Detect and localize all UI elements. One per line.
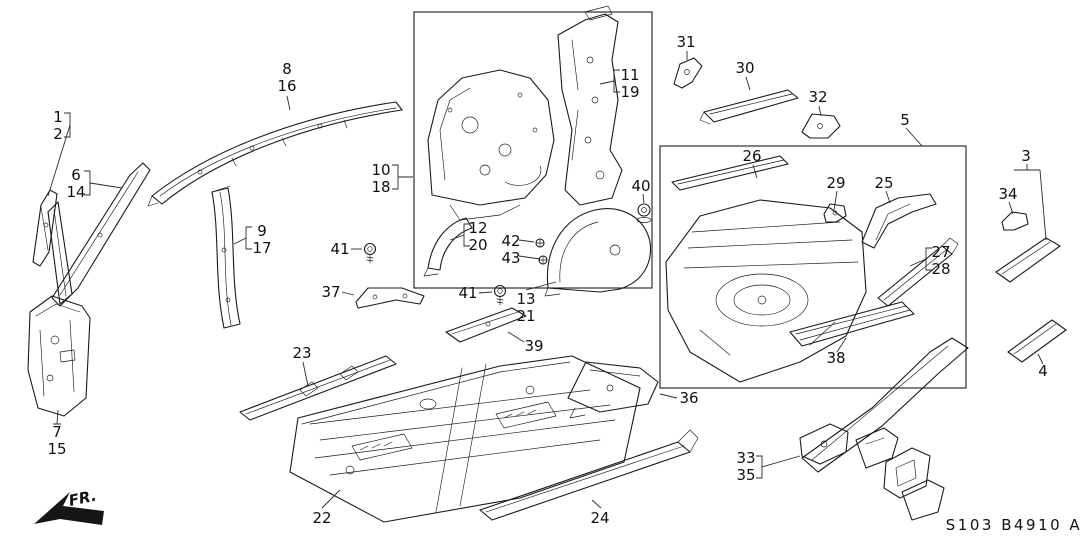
callout-35: 35: [736, 466, 755, 484]
crossmember-38-drawing: [789, 301, 915, 347]
callout-43: 43: [501, 249, 520, 267]
callout-20: 20: [468, 236, 487, 254]
bolt-icon: [363, 242, 377, 264]
bracket-39-drawing: [445, 307, 527, 343]
callout-7: 7: [52, 423, 62, 441]
callout-31: 31: [676, 33, 695, 51]
callout-14: 14: [66, 183, 85, 201]
callout-22: 22: [312, 509, 331, 527]
callout-32: 32: [808, 88, 827, 106]
callout-36: 36: [679, 389, 698, 407]
callout-labels: 1 2 6 14 7 15 8 16 9 17 10 18 11 19 12 2…: [47, 33, 1047, 527]
callout-41b: 41: [458, 284, 477, 302]
crossmember-36-drawing: [567, 361, 659, 419]
inner-panel-box: [413, 11, 653, 289]
callout-26: 26: [742, 147, 761, 165]
callout-13: 13: [516, 290, 535, 308]
center-pillar-drawing: [211, 185, 241, 329]
callout-39: 39: [524, 337, 543, 355]
callout-40: 40: [631, 177, 650, 195]
gusset-drawing: [423, 217, 473, 277]
leader-lines: [47, 51, 1047, 509]
front-pillar-lower-panel-drawing: [27, 295, 91, 417]
crossmember-26-drawing: [671, 155, 789, 191]
rear-floor-box: [659, 145, 967, 389]
callout-29: 29: [826, 174, 845, 192]
bracket-37-drawing: [355, 287, 425, 309]
callout-21: 21: [516, 307, 535, 325]
rail-4-drawing: [1007, 319, 1067, 363]
callout-30: 30: [735, 59, 754, 77]
rail-27-28-drawing: [877, 237, 959, 307]
callout-5: 5: [900, 111, 910, 129]
callout-16: 16: [277, 77, 296, 95]
quarter-inner-panel-drawing: [427, 69, 555, 221]
bolt-icon: [493, 284, 507, 306]
callout-6: 6: [71, 166, 81, 184]
clip-42-43-drawing: [535, 238, 548, 265]
rail-30-drawing: [699, 89, 799, 125]
front-pillar-upper-strip-drawing: [32, 189, 58, 267]
floor-panel-drawing: [289, 355, 641, 523]
callout-27: 27: [931, 243, 950, 261]
inner-sill-drawing: [239, 355, 397, 421]
callout-18: 18: [371, 178, 390, 196]
callout-33: 33: [736, 449, 755, 467]
callout-15: 15: [47, 440, 66, 458]
callout-24: 24: [590, 509, 609, 527]
clip-34-drawing: [1001, 211, 1029, 231]
wheelhouse-drawing: [544, 208, 652, 297]
callout-42: 42: [501, 232, 520, 250]
callout-41a: 41: [330, 240, 349, 258]
fr-direction-arrow: FR.: [34, 487, 104, 525]
callout-19: 19: [620, 83, 639, 101]
rear-pillar-inner-drawing: [557, 5, 623, 206]
bracket-29-drawing: [823, 203, 847, 223]
front-pillar-rail-drawing: [47, 162, 151, 307]
callout-2: 2: [53, 125, 63, 143]
bolt-icon: [636, 203, 652, 223]
callout-11: 11: [620, 66, 639, 84]
callout-28: 28: [931, 260, 950, 278]
callout-17: 17: [252, 239, 271, 257]
callout-4: 4: [1038, 362, 1048, 380]
callout-1: 1: [53, 108, 63, 126]
outer-sill-drawing: [479, 429, 699, 521]
callout-12: 12: [468, 219, 487, 237]
callout-10: 10: [371, 161, 390, 179]
bracket-32-drawing: [801, 113, 841, 139]
callout-23: 23: [292, 344, 311, 362]
bracket-31-drawing: [673, 57, 703, 89]
callout-38: 38: [826, 349, 845, 367]
bracket-25-drawing: [861, 193, 937, 249]
diagram-code: S103 B4910 A: [946, 516, 1082, 534]
fr-label: FR.: [67, 487, 98, 510]
callout-3: 3: [1021, 147, 1031, 165]
roof-side-rail-drawing: [147, 101, 403, 207]
callout-34: 34: [998, 185, 1017, 203]
callout-37: 37: [321, 283, 340, 301]
rear-frame-assembly-drawing: [799, 337, 969, 521]
callout-25: 25: [874, 174, 893, 192]
rail-3-drawing: [995, 237, 1061, 283]
callout-8: 8: [282, 60, 292, 78]
callout-9: 9: [257, 222, 267, 240]
